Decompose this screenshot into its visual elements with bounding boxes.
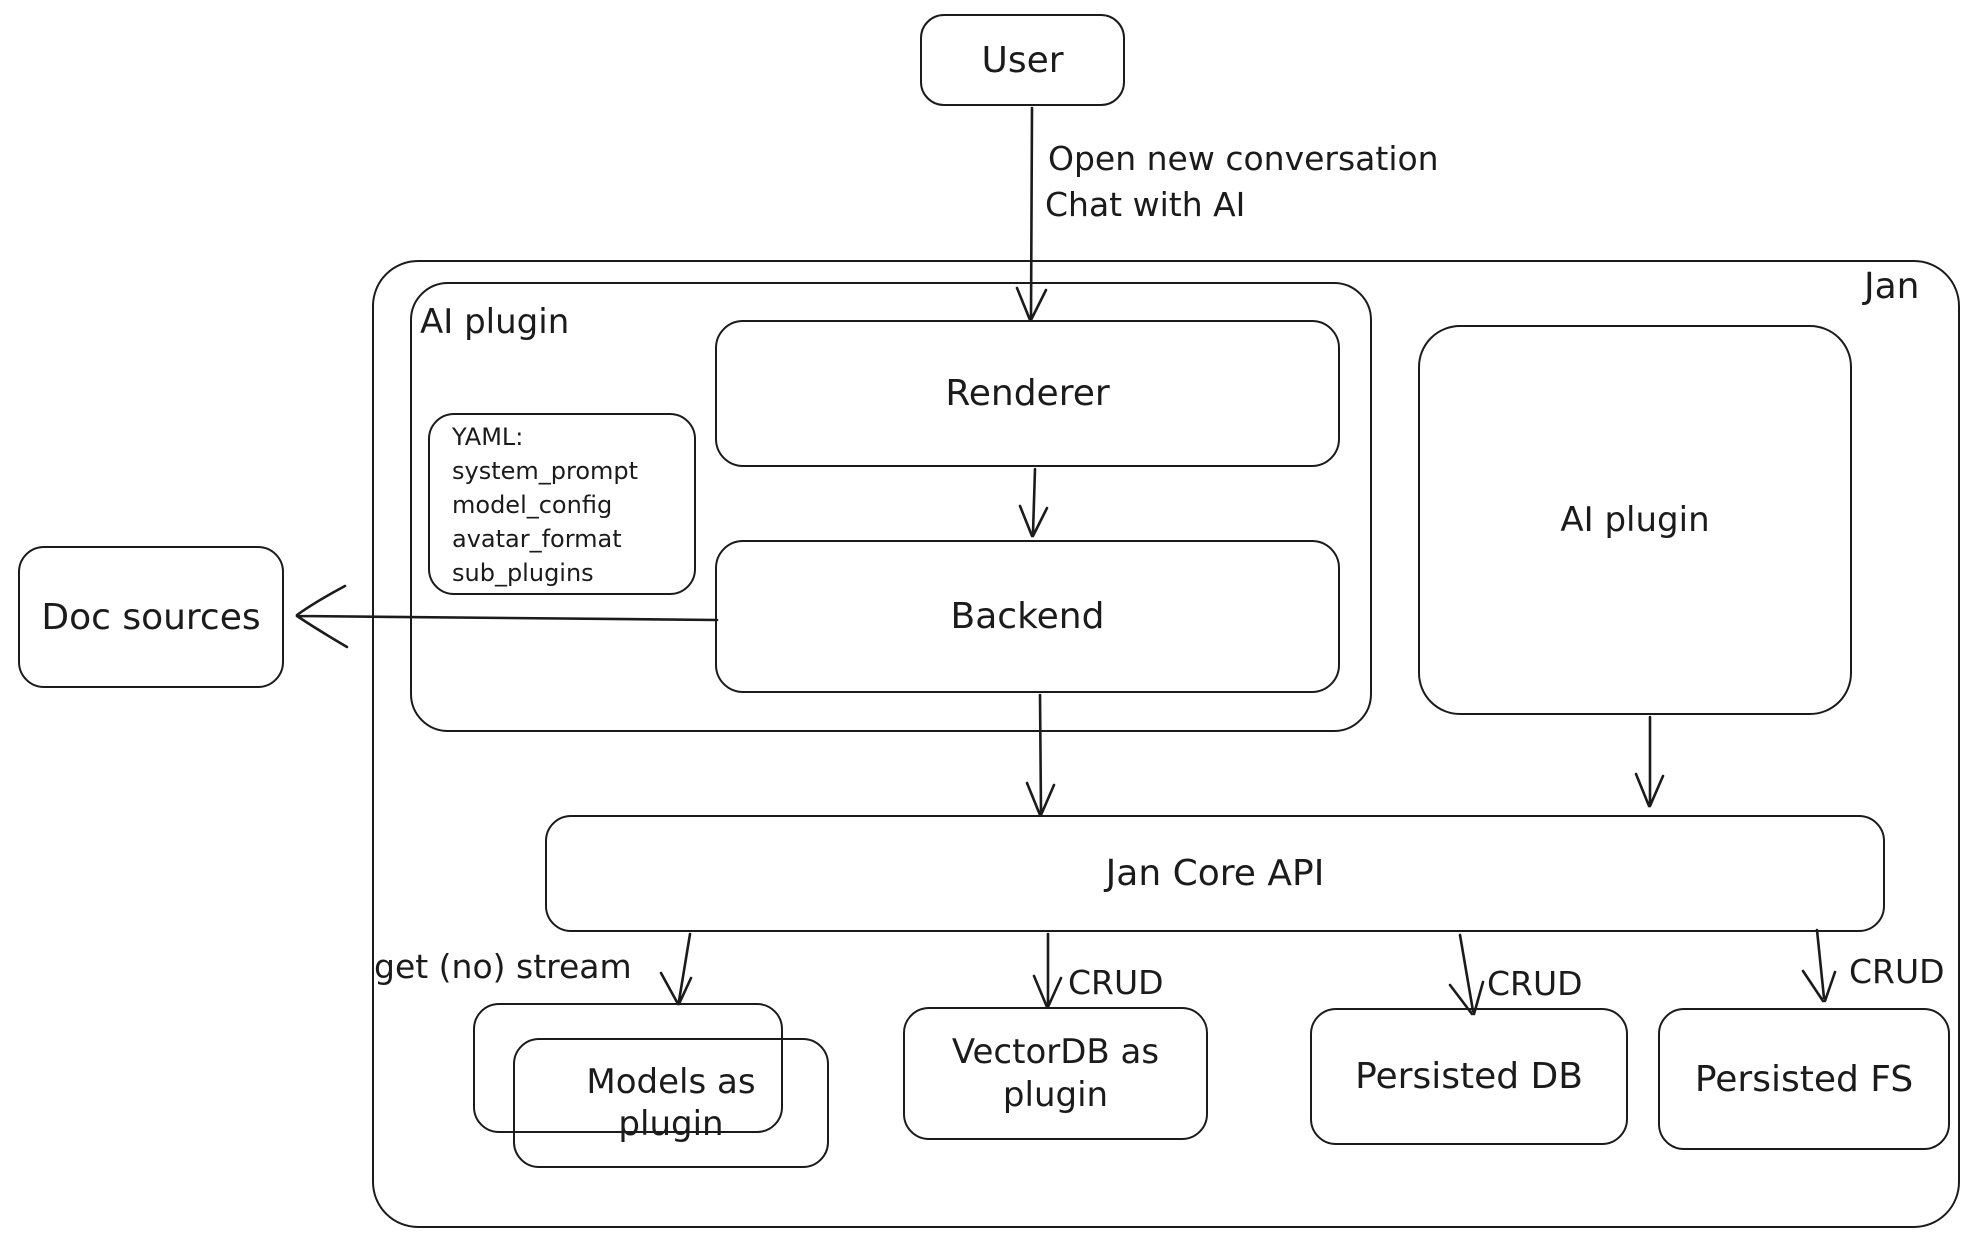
- user-node: User: [920, 14, 1125, 106]
- jan-frame-box: [372, 260, 1960, 1228]
- backend-node: Backend: [715, 540, 1340, 693]
- edge-label-crud-persisted-fs: CRUD: [1849, 952, 1945, 991]
- renderer-node: Renderer: [715, 320, 1340, 467]
- ai-plugin-node-label: AI plugin: [1560, 499, 1710, 540]
- edge-label-open-new-conversation: Open new conversation: [1048, 139, 1439, 178]
- persisted-db-node-label: Persisted DB: [1355, 1056, 1583, 1097]
- ai-plugin-node: AI plugin: [1418, 325, 1852, 715]
- edge-label-crud-persisted-db: CRUD: [1487, 964, 1583, 1003]
- vectordb-as-plugin-node: VectorDB as plugin: [903, 1007, 1208, 1140]
- yaml-line: system_prompt: [452, 457, 639, 485]
- jan-frame-label: Jan: [1864, 266, 1920, 307]
- yaml-note-text: YAML: system_prompt model_config avatar_…: [452, 420, 638, 590]
- jan-core-api-node: Jan Core API: [545, 815, 1885, 932]
- edge-label-crud-vectordb: CRUD: [1068, 963, 1164, 1002]
- yaml-line: sub_plugins: [452, 559, 594, 587]
- ai-plugin-frame-label: AI plugin: [420, 302, 570, 342]
- doc-sources-node: Doc sources: [18, 546, 284, 688]
- edge-label-get-no-stream: get (no) stream: [374, 947, 632, 986]
- persisted-db-node: Persisted DB: [1310, 1008, 1628, 1145]
- yaml-line: avatar_format: [452, 525, 622, 553]
- user-node-label: User: [981, 39, 1064, 81]
- yaml-line: model_config: [452, 491, 613, 519]
- doc-sources-node-label: Doc sources: [41, 596, 261, 638]
- vectordb-as-plugin-node-label: VectorDB as plugin: [951, 1032, 1160, 1115]
- models-as-plugin-node: Models as plugin: [513, 1038, 829, 1168]
- yaml-line: YAML:: [452, 423, 524, 451]
- jan-core-api-node-label: Jan Core API: [1105, 853, 1325, 894]
- persisted-fs-node-label: Persisted FS: [1694, 1058, 1914, 1100]
- models-as-plugin-back-box: [473, 1003, 783, 1133]
- persisted-fs-node: Persisted FS: [1658, 1008, 1950, 1150]
- edge-label-chat-with-ai: Chat with AI: [1045, 185, 1246, 224]
- models-as-plugin-node-label: Models as plugin: [586, 1061, 756, 1145]
- renderer-node-label: Renderer: [945, 373, 1110, 414]
- backend-node-label: Backend: [950, 596, 1105, 637]
- ai-plugin-frame-box: [410, 282, 1372, 732]
